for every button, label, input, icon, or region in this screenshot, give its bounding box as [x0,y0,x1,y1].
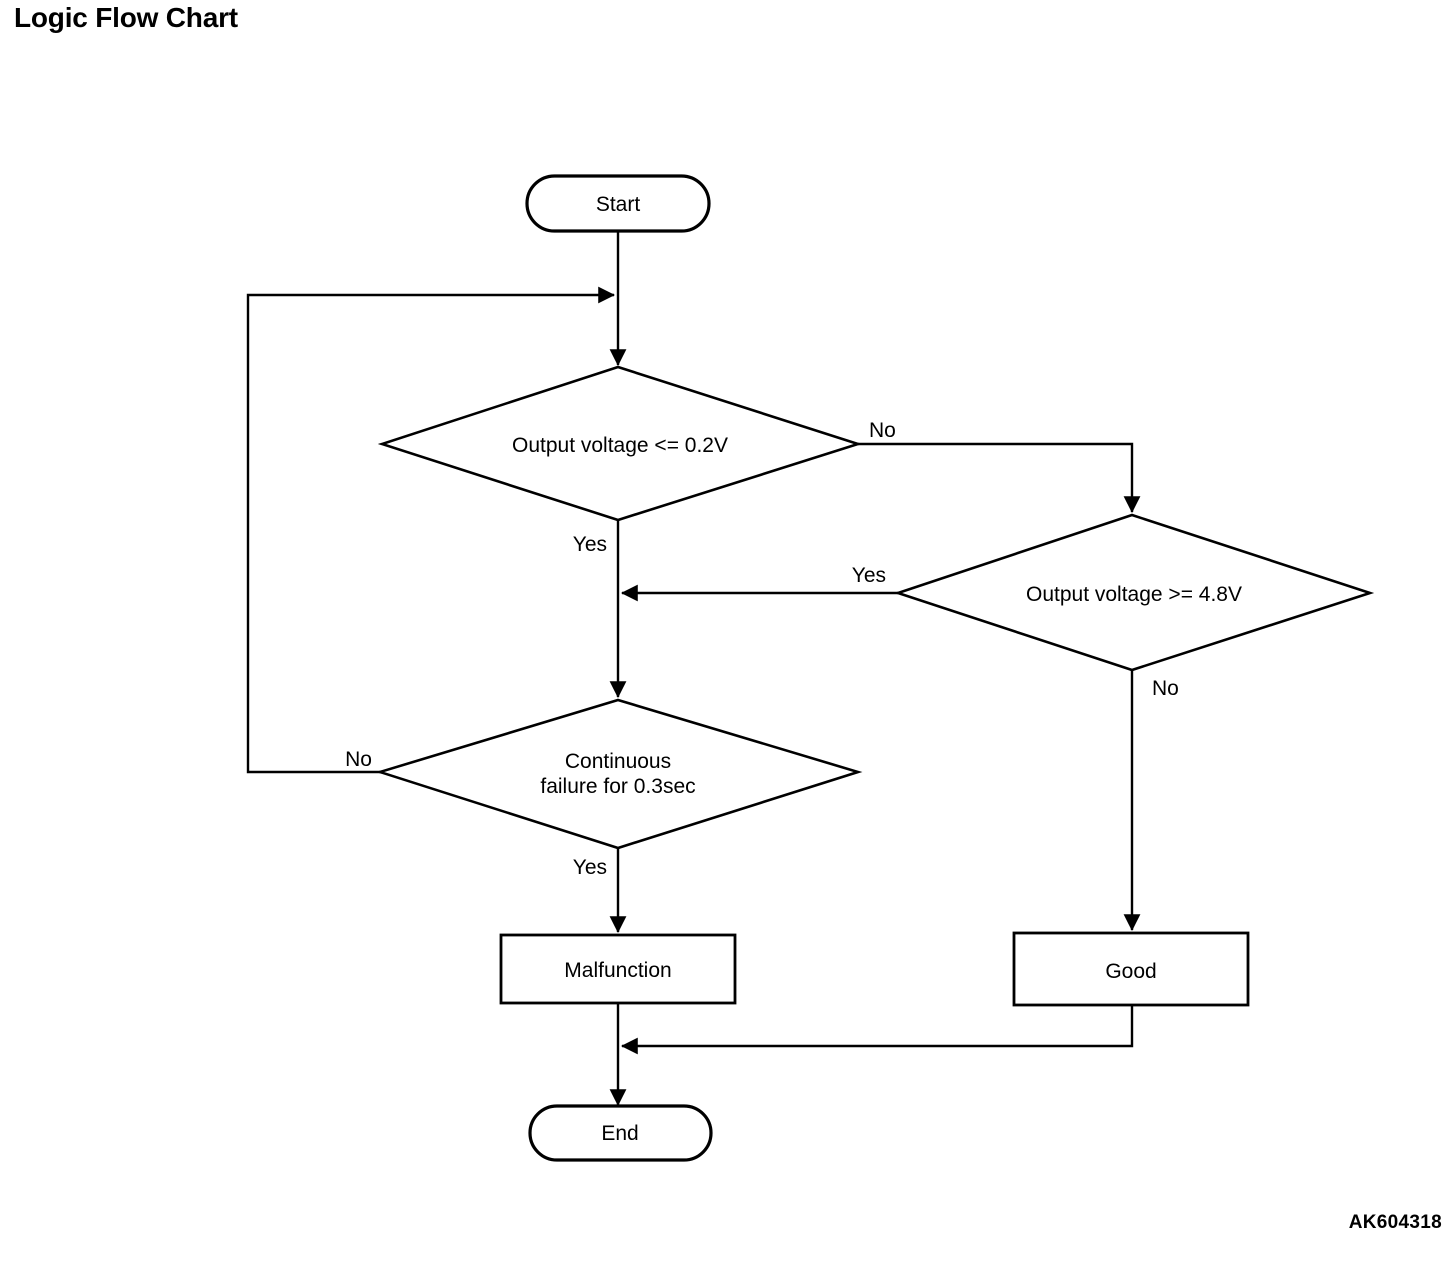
decision-duration-label-line2: failure for 0.3sec [540,775,695,798]
edge-good-to-end-trunk [620,1005,1134,1055]
node-malfunction[interactable]: Malfunction [499,933,737,1005]
edge-label-duration-no: No [345,748,372,771]
edge-label-high-no: No [1152,677,1179,700]
end-label: End [601,1122,638,1145]
node-good[interactable]: Good [1012,931,1250,1007]
edge-label-low-yes: Yes [573,533,607,556]
decision-high-shape [893,513,1375,672]
decision-duration-shape [375,698,863,850]
node-end[interactable]: End [528,1104,713,1162]
page-title: Logic Flow Chart [14,2,238,33]
node-decision-output-voltage-low[interactable]: Output voltage <= 0.2V [377,365,863,522]
edge-duration-no-feedback [246,286,616,774]
decision-low-shape [377,365,863,522]
malfunction-shape [499,933,737,1005]
decision-high-label: Output voltage >= 4.8V [1026,583,1242,606]
figure-code: AK604318 [1348,1212,1442,1233]
node-decision-continuous-failure[interactable]: Continuous failure for 0.3sec [375,698,863,850]
edge-label-low-no: No [869,419,896,442]
decision-duration-label-line1: Continuous [565,750,671,773]
good-label: Good [1105,960,1156,983]
edge-label-high-yes: Yes [852,564,886,587]
node-start[interactable]: Start [525,174,711,233]
edge-low-no-to-decision-high [858,442,1141,514]
end-shape [528,1104,713,1162]
start-shape [525,174,711,233]
good-shape [1012,931,1250,1007]
edge-label-duration-yes: Yes [573,856,607,879]
malfunction-label: Malfunction [564,959,671,982]
node-decision-output-voltage-high[interactable]: Output voltage >= 4.8V [893,513,1375,672]
decision-low-label: Output voltage <= 0.2V [512,434,728,457]
start-label: Start [596,193,641,216]
